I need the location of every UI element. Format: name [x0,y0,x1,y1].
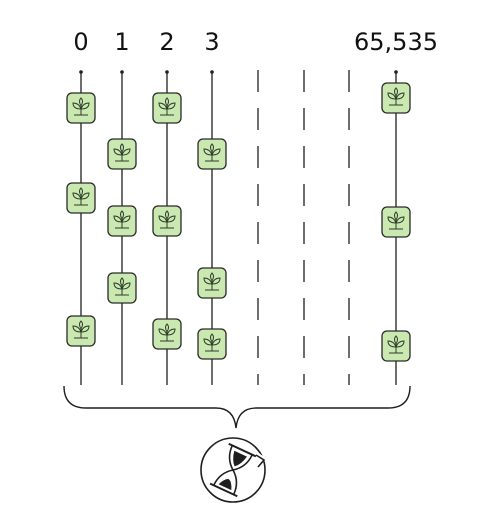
lane-start-dot-last [394,70,398,74]
sprout-leaf-icon [72,187,90,206]
sprout-node [152,92,182,124]
sprout-node [107,272,137,304]
sprout-leaf-icon [113,277,131,296]
sprout-node [66,92,96,124]
sprout-leaf-icon [203,143,221,162]
cycle-arrow-icon [255,454,266,468]
sprout-node [381,330,411,362]
sprout-leaf-icon [72,97,90,116]
sprout-leaf-icon [113,143,131,162]
lane-label-3: 3 [204,28,219,56]
sprout-leaf-icon [387,211,405,230]
sprout-node [197,138,227,170]
sprout-node [107,138,137,170]
sprout-leaf-icon [113,210,131,229]
sprout-node [107,205,137,237]
sprout-node [197,267,227,299]
lane-start-dot-0 [79,70,83,74]
hourglass-cycle-icon [200,437,268,503]
lane-start-dot-3 [210,70,214,74]
lane-label-0: 0 [73,28,88,56]
elided-lanes [257,70,350,385]
sprout-leaf-icon [387,87,405,106]
sprout-leaf-icon [158,97,176,116]
sprout-leaf-icon [203,333,221,352]
lane-start-dot-1 [120,70,124,74]
sprout-leaf-icon [158,210,176,229]
sprout-node [197,328,227,360]
sprout-leaf-icon [158,323,176,342]
sprout-node [381,82,411,114]
lane-label-1: 1 [114,28,129,56]
sprout-leaf-icon [72,320,90,339]
sprout-node [381,206,411,238]
sprout-leaf-icon [387,335,405,354]
hourglass-icon [209,442,257,498]
sprout-node [152,205,182,237]
lane-start-dot-2 [165,70,169,74]
lane-label-2: 2 [159,28,174,56]
nodes [66,82,411,362]
sprout-leaf-icon [203,272,221,291]
brace [63,385,411,429]
lane-label-last: 65,535 [354,28,438,56]
sprout-node [152,318,182,350]
sprout-node [66,182,96,214]
sprout-node [66,315,96,347]
